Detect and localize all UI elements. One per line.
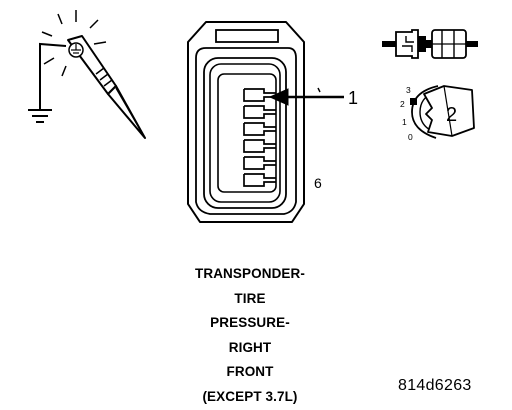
title-line: TIRE — [234, 290, 266, 306]
connector-title: TRANSPONDER- TIRE PRESSURE- RIGHT FRONT … — [150, 262, 350, 410]
position-label-0: 0 — [408, 132, 413, 142]
terminal-pin-3 — [243, 122, 276, 136]
callout-arrow-1 — [268, 88, 344, 106]
figure-id: 814d6263 — [398, 377, 472, 394]
connector-housing — [187, 21, 321, 223]
title-line: (EXCEPT 3.7L) — [202, 388, 298, 404]
terminal-pin-4 — [243, 139, 276, 153]
title-line: FRONT — [226, 364, 274, 380]
title-line: RIGHT — [228, 339, 272, 355]
position-label-3: 3 — [406, 85, 411, 95]
terminal-pin-6 — [243, 173, 276, 187]
connector-side-view-icon — [382, 29, 478, 59]
title-line: PRESSURE- — [210, 315, 290, 331]
callout-label-2: 2 — [446, 104, 457, 126]
terminal-pin-2 — [243, 105, 276, 119]
terminal-cavities — [243, 88, 276, 187]
position-label-1: 1 — [402, 117, 407, 127]
position-label-2: 2 — [400, 99, 405, 109]
probe-ground-icon — [28, 10, 146, 139]
terminal-pin-5 — [243, 156, 276, 170]
title-line: TRANSPONDER- — [195, 266, 305, 281]
terminal-pin-1 — [243, 88, 276, 102]
callout-label-1: 1 — [348, 88, 358, 108]
pin-count-label: 6 — [314, 175, 322, 191]
lock-position-inset — [410, 85, 475, 139]
